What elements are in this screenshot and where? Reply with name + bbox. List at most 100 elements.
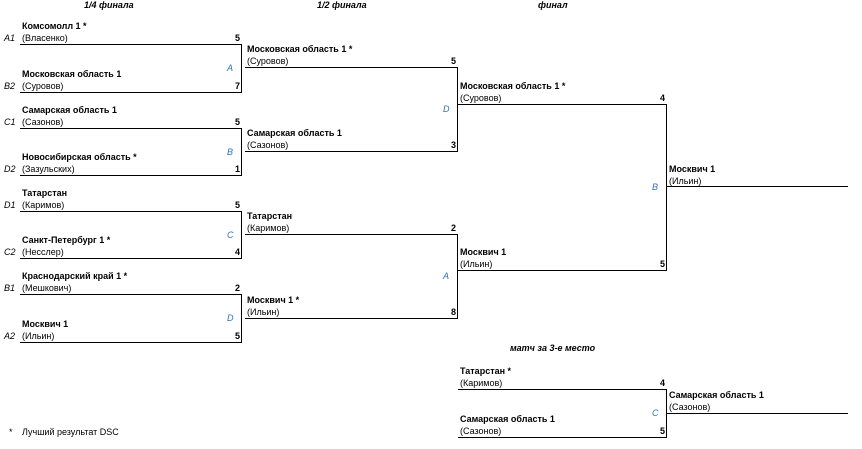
score: 4: [234, 247, 240, 257]
player-name: (Сазонов): [247, 140, 289, 150]
score: 7: [234, 81, 240, 91]
connector-vertical: [241, 294, 242, 343]
match-slot: D: [443, 104, 450, 114]
entry-underline: [458, 270, 667, 271]
match-slot: C: [652, 408, 659, 418]
seed-label: B2: [4, 81, 16, 91]
entry-underline: [20, 128, 242, 129]
player-name: (Власенко): [22, 33, 68, 43]
player-name: (Сазонов): [22, 117, 64, 127]
team-name: Татарстан: [22, 188, 68, 198]
footnote-mark: *: [9, 427, 13, 437]
team-name: Татарстан: [247, 211, 293, 221]
score: 1: [234, 164, 240, 174]
seed-label: C1: [4, 117, 16, 127]
entry-underline: [245, 318, 458, 319]
connector-vertical: [457, 234, 458, 319]
entry-underline: [20, 258, 242, 259]
entry-underline: [20, 92, 242, 93]
entry-underline: [245, 67, 458, 68]
player-name: (Ильин): [460, 259, 493, 269]
score: 3: [450, 140, 456, 150]
seed-label: D1: [4, 200, 16, 210]
team-name: Санкт-Петербург 1 *: [22, 235, 111, 245]
footnote-text: Лучший результат DSC: [22, 427, 119, 437]
champion-team: Москвич 1: [669, 164, 716, 174]
team-name: Новосибирская область *: [22, 152, 137, 162]
connector-vertical: [666, 104, 667, 271]
team-name: Московская область 1 *: [460, 81, 566, 91]
champion-underline: [667, 186, 848, 187]
connector-vertical: [666, 389, 667, 438]
score: 2: [234, 283, 240, 293]
team-name: Московская область 1 *: [247, 44, 353, 54]
team-name: Москвич 1: [22, 319, 69, 329]
score: 5: [234, 117, 240, 127]
entry-underline: [458, 437, 667, 438]
match-slot: B: [652, 182, 659, 192]
seed-label: D2: [4, 164, 16, 174]
score: 5: [659, 259, 665, 269]
third-place-winner-team: Самарская область 1: [669, 390, 764, 400]
match-slot: C: [227, 229, 234, 240]
third-place-winner-player: (Сазонов): [669, 402, 711, 412]
entry-underline: [20, 211, 242, 212]
entry-underline: [20, 342, 242, 343]
connector-vertical: [457, 67, 458, 152]
header-quarterfinal: 1/4 финала: [84, 0, 134, 10]
match-slot: A: [227, 63, 234, 73]
entry-underline: [245, 234, 458, 235]
match-slot: A: [443, 271, 450, 281]
player-name: (Зазульских): [22, 164, 75, 174]
score: 5: [450, 56, 456, 66]
team-name: Самарская область 1: [247, 128, 342, 138]
player-name: (Несслер): [22, 247, 64, 257]
seed-label: B1: [4, 283, 16, 293]
entry-underline: [458, 389, 667, 390]
connector-vertical: [241, 128, 242, 176]
entry-underline: [245, 151, 458, 152]
team-name: Краснодарский край 1 *: [22, 271, 128, 281]
player-name: (Ильин): [247, 307, 280, 317]
score: 5: [659, 426, 665, 436]
match-slot: D: [227, 313, 234, 323]
connector-vertical: [241, 211, 242, 259]
player-name: (Ильин): [22, 331, 55, 341]
third-place-winner-underline: [667, 413, 848, 414]
score: 4: [659, 93, 665, 103]
seed-label: A2: [4, 331, 16, 341]
seed-label: A1: [4, 33, 16, 43]
player-name: (Каримов): [247, 223, 290, 233]
team-name: Татарстан *: [460, 366, 512, 376]
header-semifinal: 1/2 финала: [317, 0, 367, 10]
player-name: (Сазонов): [460, 426, 502, 436]
team-name: Москвич 1: [460, 247, 507, 257]
player-name: (Суровов): [22, 81, 64, 91]
champion-player: (Ильин): [669, 176, 702, 186]
header-third-place: матч за 3-е место: [510, 343, 596, 353]
score: 2: [450, 223, 456, 233]
team-name: Московская область 1: [22, 69, 122, 79]
team-name: Самарская область 1: [460, 414, 555, 424]
team-name: Москвич 1 *: [247, 295, 300, 305]
player-name: (Суровов): [460, 93, 502, 103]
entry-underline: [458, 104, 667, 105]
entry-underline: [20, 175, 242, 176]
connector-vertical: [241, 44, 242, 93]
header-final: финал: [538, 0, 568, 10]
entry-underline: [20, 44, 242, 45]
player-name: (Суровов): [247, 56, 289, 66]
score: 5: [234, 33, 240, 43]
score: 4: [659, 378, 665, 388]
team-name: Комсомолл 1 *: [22, 21, 87, 31]
player-name: (Мешкович): [22, 283, 72, 293]
player-name: (Каримов): [460, 378, 503, 388]
score: 5: [234, 331, 240, 341]
seed-label: C2: [4, 247, 16, 257]
score: 5: [234, 200, 240, 210]
player-name: (Каримов): [22, 200, 65, 210]
score: 8: [450, 307, 456, 317]
team-name: Самарская область 1: [22, 105, 117, 115]
entry-underline: [20, 294, 242, 295]
